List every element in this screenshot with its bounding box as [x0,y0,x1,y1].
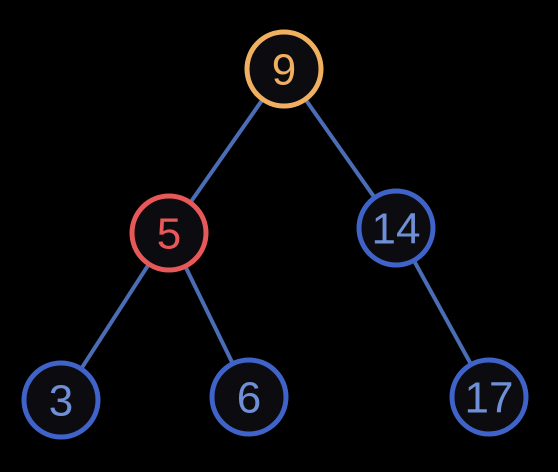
node-circle [21,360,101,440]
tree-node-9: 9 [244,29,324,109]
node-label: 9 [272,46,296,95]
tree-nodes: 9 5 14 3 6 17 [21,29,529,440]
tree-node-17: 17 [449,357,529,437]
node-circle [449,357,529,437]
node-label: 5 [157,210,181,259]
tree-node-14: 14 [356,188,436,268]
node-circle [244,29,324,109]
node-label: 17 [465,374,514,423]
node-label: 3 [49,377,73,426]
node-label: 14 [372,205,421,254]
tree-node-3: 3 [21,360,101,440]
node-circle [129,193,209,273]
tree-node-5: 5 [129,193,209,273]
tree-node-6: 6 [209,357,289,437]
node-circle [356,188,436,268]
node-circle [209,357,289,437]
node-label: 6 [237,374,261,423]
